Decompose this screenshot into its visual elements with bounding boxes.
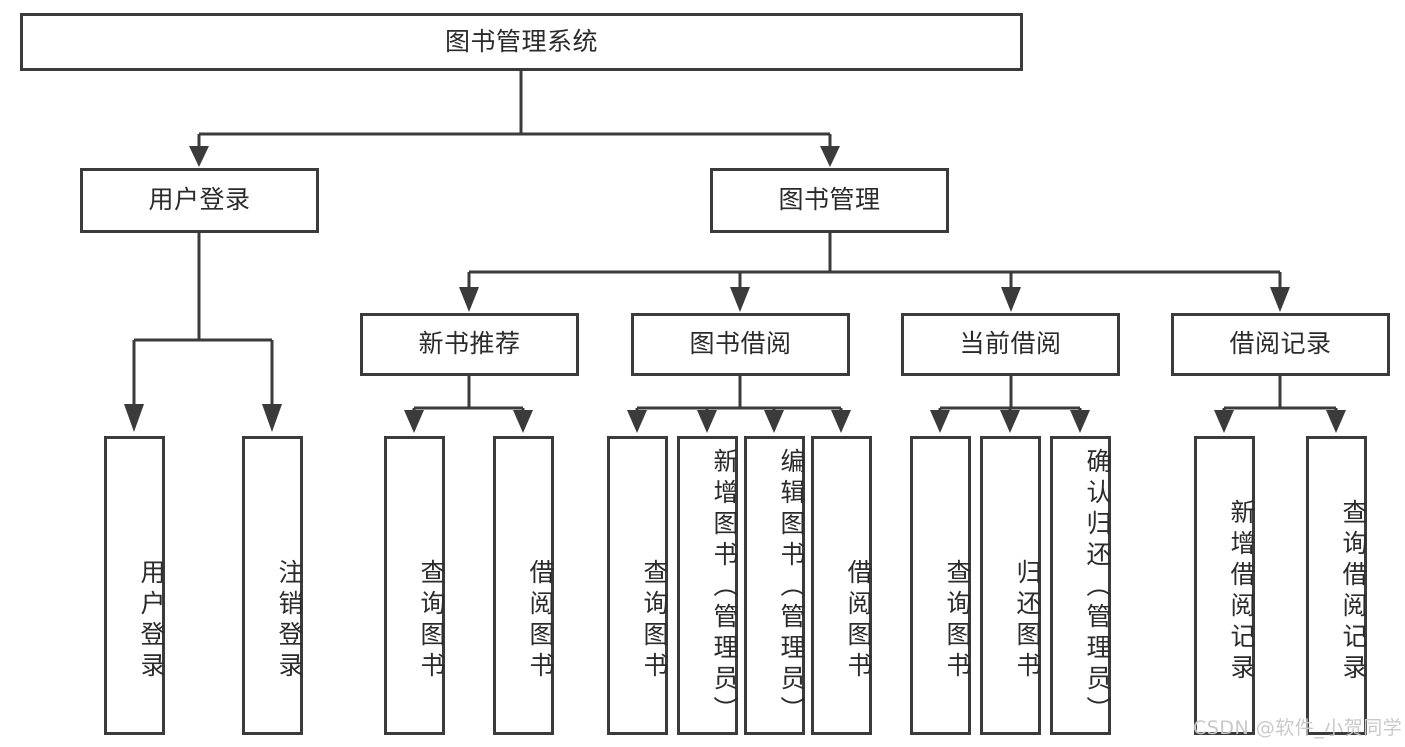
leaf-box-current-borrow-1[interactable] <box>980 436 1041 735</box>
node-book-manage-box[interactable] <box>710 168 949 233</box>
arrow-head-root-1 <box>189 146 209 167</box>
arrow-head-userlogin-2 <box>262 404 282 432</box>
leaf-box-borrow-record-0[interactable] <box>1194 436 1255 735</box>
arrow-head-level3-4 <box>1270 287 1290 312</box>
arrow-head-bookborrow-4 <box>831 410 851 433</box>
leaf-box-book-borrow-2[interactable] <box>744 436 805 735</box>
arrow-head-currentborrow-3 <box>1070 410 1090 433</box>
arrow-head-level3-2 <box>730 287 750 312</box>
arrow-head-borrowrecord-2 <box>1326 410 1346 433</box>
node-root-box[interactable] <box>20 13 1023 71</box>
leaf-box-book-borrow-3[interactable] <box>811 436 872 735</box>
arrow-head-newbook-2 <box>513 410 533 433</box>
arrow-head-currentborrow-2 <box>1000 410 1020 433</box>
node-user-login-box[interactable] <box>80 168 319 233</box>
arrow-head-borrowrecord-1 <box>1214 410 1234 433</box>
arrow-head-bookborrow-1 <box>627 410 647 433</box>
node-current-borrow-box[interactable] <box>901 313 1120 376</box>
arrow-head-newbook-1 <box>404 410 424 433</box>
leaf-box-current-borrow-0[interactable] <box>910 436 971 735</box>
arrow-head-bookborrow-2 <box>697 410 717 433</box>
leaf-box-book-borrow-1[interactable] <box>677 436 738 735</box>
csdn-watermark: CSDN @软件_小贺同学 <box>1193 717 1403 739</box>
arrow-head-userlogin-1 <box>124 404 144 432</box>
leaf-box-new-book-0[interactable] <box>384 436 445 735</box>
node-new-book-box[interactable] <box>360 313 579 376</box>
node-borrow-record-box[interactable] <box>1171 313 1390 376</box>
leaf-box-book-borrow-0[interactable] <box>607 436 668 735</box>
arrow-head-bookborrow-3 <box>764 410 784 433</box>
leaf-box-new-book-1[interactable] <box>493 436 554 735</box>
leaf-box-user-login-0[interactable] <box>104 436 165 735</box>
node-book-borrow-box[interactable] <box>631 313 850 376</box>
leaf-box-user-login-1[interactable] <box>242 436 303 735</box>
arrow-head-level3-3 <box>1001 287 1021 312</box>
arrow-head-level3-1 <box>459 287 479 312</box>
arrow-head-root-2 <box>820 146 840 167</box>
arrow-head-currentborrow-1 <box>930 410 950 433</box>
leaf-box-borrow-record-1[interactable] <box>1306 436 1367 735</box>
leaf-box-current-borrow-2[interactable] <box>1050 436 1111 735</box>
